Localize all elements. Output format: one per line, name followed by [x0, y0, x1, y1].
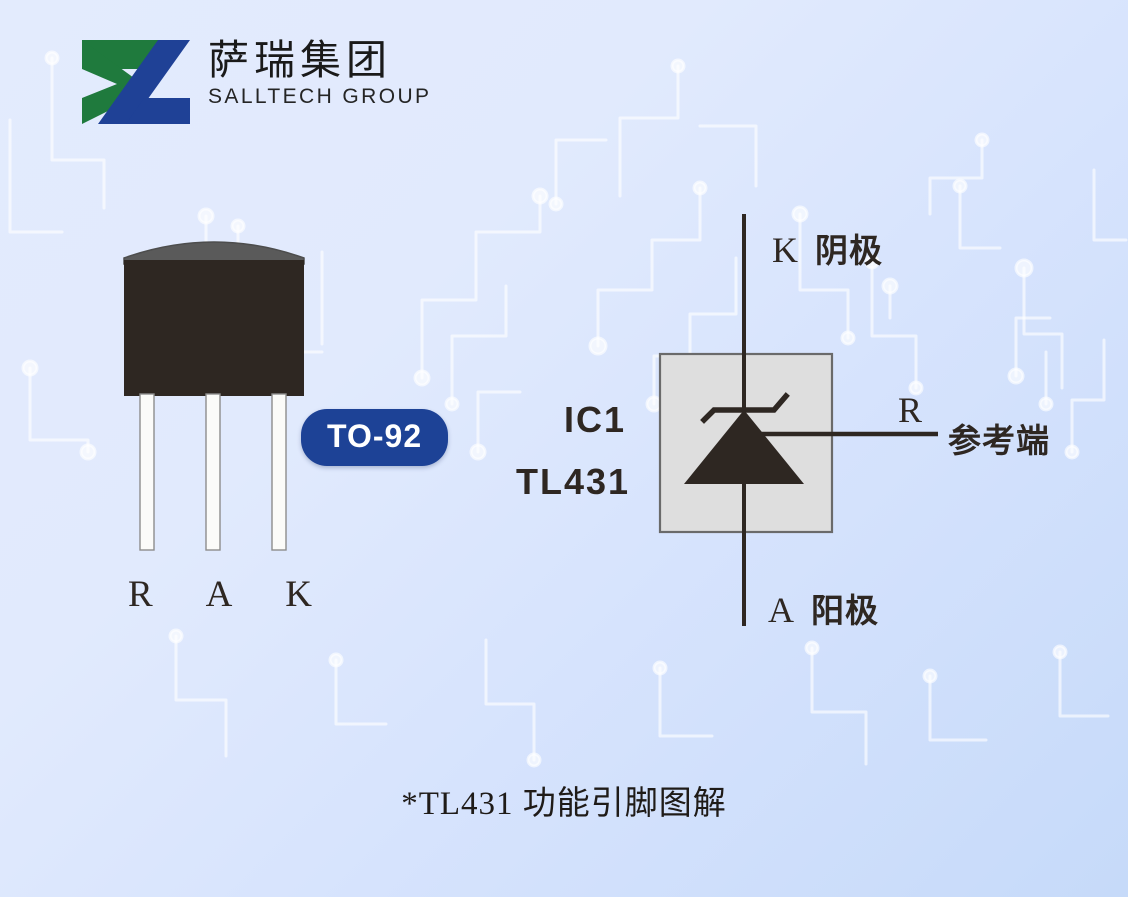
terminal-r-letter: R	[898, 390, 923, 430]
tl431-schematic: K 阴极 A 阳极 R 参考端 IC1 TL431	[508, 196, 1108, 656]
terminal-k-letter: K	[772, 230, 798, 270]
brand-logo: 萨瑞集团 SALLTECH GROUP	[72, 36, 431, 128]
pin-label-r: R	[128, 574, 153, 615]
to92-package-badge[interactable]: TO-92	[301, 409, 449, 466]
tl431-symbol-drawing	[658, 214, 938, 626]
salltech-sz-monogram-icon	[82, 40, 190, 124]
pin-label-k: K	[285, 574, 312, 615]
brand-wordmark: 萨瑞集团 SALLTECH GROUP	[208, 36, 431, 108]
pin-letter-row: R A K	[120, 576, 320, 613]
brand-name-cn: 萨瑞集团	[208, 37, 392, 83]
to92-package-illustration: R A K TO-92	[96, 228, 476, 638]
reference-designator: IC1	[564, 399, 627, 440]
part-number-label: TL431	[516, 461, 631, 502]
terminal-k-name-cn: 阴极	[815, 232, 883, 269]
terminal-a-name-cn: 阳极	[811, 592, 879, 629]
to92-package-drawing	[123, 241, 305, 551]
figure-caption: *TL431 功能引脚图解	[401, 786, 727, 822]
terminal-r-name-cn: 参考端	[948, 422, 1050, 459]
brand-name-en: SALLTECH GROUP	[208, 84, 432, 108]
terminal-a-letter: A	[768, 590, 794, 630]
pin-label-a: A	[205, 574, 233, 615]
